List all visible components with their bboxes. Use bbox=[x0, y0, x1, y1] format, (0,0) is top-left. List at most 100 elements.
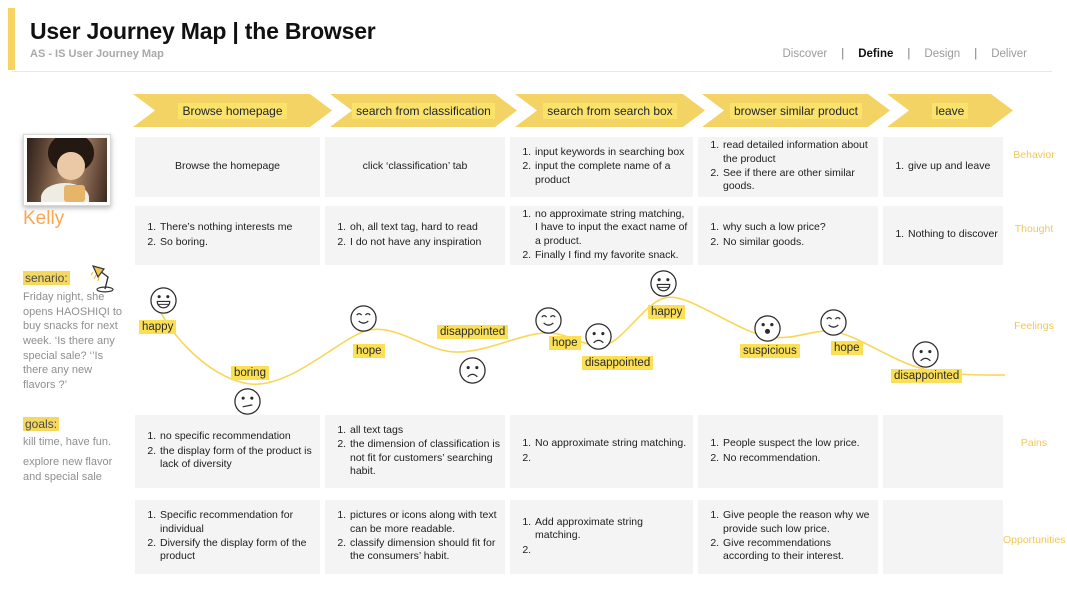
feeling-label-disappointed: disappointed bbox=[582, 356, 654, 370]
emoji-sad-icon bbox=[911, 340, 940, 369]
goals-line: kill time, have fun. bbox=[23, 436, 112, 448]
cell-list-item: no approximate string matching, I have t… bbox=[534, 208, 689, 248]
journey-cell-pains-5 bbox=[883, 415, 1003, 488]
nav-item-design[interactable]: Design bbox=[924, 48, 961, 60]
cell-list-item: Add approximate string matching. bbox=[534, 516, 689, 543]
feeling-label-disappointed: disappointed bbox=[437, 325, 509, 339]
journey-cell-thought-4: why such a low price? No similar goods. bbox=[698, 206, 878, 265]
cell-list-item: give up and leave bbox=[907, 160, 990, 173]
journey-cell-thought-1: There’s nothing interests me So boring. bbox=[135, 206, 320, 265]
goals-heading: goals: bbox=[23, 417, 60, 431]
stage-arrow-5: leave bbox=[887, 94, 1013, 127]
cell-list-item: People suspect the low price. bbox=[722, 437, 860, 450]
journey-cell-thought-3: no approximate string matching, I have t… bbox=[510, 206, 693, 265]
row-label-behavior: Behavior bbox=[1013, 149, 1055, 161]
emoji-sad-icon bbox=[584, 322, 613, 351]
cell-list-item: Nothing to discover bbox=[907, 228, 998, 241]
journey-cell-pains-4: People suspect the low price. No recommen… bbox=[698, 415, 878, 488]
feeling-label-happy: happy bbox=[648, 305, 686, 319]
journey-cell-pains-1: no specific recommendation the display fo… bbox=[135, 415, 320, 488]
scenario-heading: senario: bbox=[23, 271, 70, 285]
cell-list-item: input the complete name of a product bbox=[534, 160, 689, 187]
journey-cell-opportunities-5 bbox=[883, 500, 1003, 574]
row-label-pains: Pains bbox=[1020, 437, 1048, 449]
emoji-grin-icon bbox=[649, 269, 678, 298]
feeling-label-disappointed: disappointed bbox=[891, 369, 963, 383]
journey-cell-behavior-5: give up and leave bbox=[883, 137, 1003, 197]
cell-list-item: no specific recommendation bbox=[159, 430, 316, 443]
cell-list-item: oh, all text tag, hard to read bbox=[349, 221, 481, 234]
emoji-sad-icon bbox=[458, 356, 487, 385]
stage-arrow-2: search from classification bbox=[330, 94, 517, 127]
journey-cell-opportunities-2: pictures or icons along with text can be… bbox=[325, 500, 505, 574]
journey-cell-behavior-1: Browse the homepage bbox=[135, 137, 320, 197]
cell-list-item: Give people the reason why we provide su… bbox=[722, 509, 874, 536]
nav-item-discover[interactable]: Discover bbox=[782, 48, 828, 60]
feeling-label-hope: hope bbox=[549, 336, 581, 350]
journey-cell-behavior-2: click ‘classification’ tab bbox=[325, 137, 505, 197]
goals-heading-highlight: goals: bbox=[23, 417, 60, 431]
nav-separator: | bbox=[841, 48, 845, 60]
journey-cell-pains-2: all text tagsthe dimension of classifica… bbox=[325, 415, 505, 488]
stage-arrow-4: browser similar product bbox=[702, 94, 890, 127]
cell-list-item: read detailed information about the prod… bbox=[722, 139, 874, 166]
journey-cell-behavior-3: input keywords in searching boxinput the… bbox=[510, 137, 693, 197]
journey-cell-thought-5: Nothing to discover bbox=[883, 206, 1003, 265]
row-label-thought: Thought bbox=[1014, 223, 1054, 235]
row-label-feelings: Feelings bbox=[1014, 320, 1054, 332]
cell-list-item: Specific recommendation for individual bbox=[159, 509, 316, 536]
journey-cell-thought-2: oh, all text tag, hard to read I do not h… bbox=[325, 206, 505, 265]
stage-label: search from classification bbox=[352, 103, 495, 119]
cell-list-item: the display form of the product is lack … bbox=[159, 445, 316, 472]
cell-list-item: input keywords in searching box bbox=[534, 146, 689, 159]
scenario-text: Friday night, she opens HAOSHIQI to buy … bbox=[23, 291, 123, 391]
stage-arrow-1: Browse homepage bbox=[133, 94, 332, 127]
stage-arrow-3: search from search box bbox=[515, 94, 705, 127]
cell-list-item: classify dimension should fit for the co… bbox=[349, 537, 501, 564]
feeling-label-suspicious: suspicious bbox=[740, 344, 800, 358]
photo-cup-shape bbox=[63, 185, 85, 202]
cell-list-item: Finally I find my favorite snack. bbox=[534, 249, 689, 262]
nav-item-deliver[interactable]: Deliver bbox=[991, 48, 1027, 60]
title-accent-bar bbox=[8, 8, 15, 70]
nav-separator: | bbox=[907, 48, 911, 60]
cell-list-item: Give recommendations according to their … bbox=[722, 537, 874, 564]
cell-list-item: There’s nothing interests me bbox=[159, 221, 292, 234]
cell-list-item: all text tags bbox=[349, 424, 501, 437]
page-title: User Journey Map | the Browser bbox=[30, 18, 376, 44]
feeling-label-happy: happy bbox=[139, 320, 177, 334]
journey-cell-opportunities-1: Specific recommendation for individualDi… bbox=[135, 500, 320, 574]
cell-list-item: So boring. bbox=[159, 236, 292, 249]
journey-cell-pains-3: No approximate string matching. bbox=[510, 415, 693, 488]
emoji-grin-icon bbox=[149, 286, 178, 315]
cell-list-item: the dimension of classification is not f… bbox=[349, 438, 501, 478]
cell-list-item: why such a low price? bbox=[722, 221, 826, 234]
nav-item-define[interactable]: Define bbox=[858, 48, 894, 60]
journey-cell-opportunities-4: Give people the reason why we provide su… bbox=[698, 500, 878, 574]
journey-cell-opportunities-3: Add approximate string matching. bbox=[510, 500, 693, 574]
cell-list-item: No recommendation. bbox=[722, 452, 860, 465]
nav-separator: | bbox=[974, 48, 978, 60]
emoji-smile-icon bbox=[534, 306, 563, 335]
feeling-label-boring: boring bbox=[231, 366, 269, 380]
emoji-meh-icon bbox=[233, 387, 262, 416]
cell-list-item: Diversify the display form of the produc… bbox=[159, 537, 316, 564]
scenario-heading-highlight: senario: bbox=[23, 271, 70, 285]
journey-cell-behavior-4: read detailed information about the prod… bbox=[698, 137, 878, 197]
page-subtitle: AS - IS User Journey Map bbox=[30, 48, 164, 60]
emoji-smile-icon bbox=[349, 304, 378, 333]
cell-list-item bbox=[534, 452, 686, 465]
photo-face-shape bbox=[57, 152, 85, 181]
row-label-opportunities: Opportunities bbox=[1003, 534, 1066, 546]
cell-list-item: I do not have any inspiration bbox=[349, 236, 481, 249]
persona-name: Kelly bbox=[23, 208, 65, 229]
desk-lamp-icon bbox=[90, 265, 114, 293]
goals-line: explore new flavor and special sale bbox=[23, 456, 113, 483]
stage-label: search from search box bbox=[543, 103, 676, 119]
stage-label: browser similar product bbox=[730, 103, 862, 119]
process-nav: Discover | Define | Design | Deliver bbox=[783, 48, 1028, 60]
persona-photo-frame bbox=[23, 134, 111, 206]
cell-list-item bbox=[534, 544, 689, 557]
cell-list-item: No similar goods. bbox=[722, 236, 826, 249]
